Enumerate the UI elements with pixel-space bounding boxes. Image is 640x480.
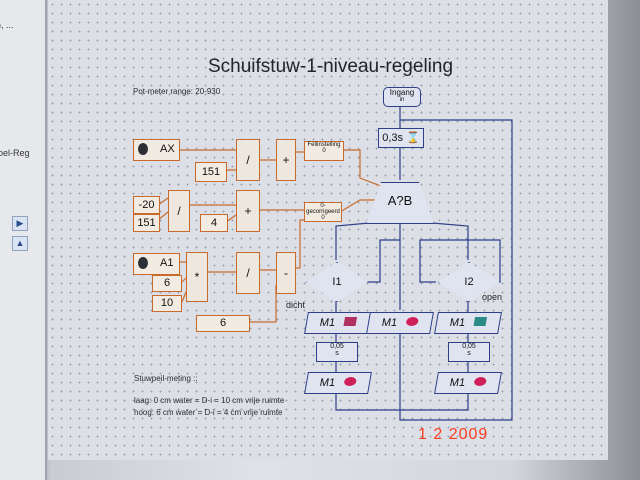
left-panel-top-text: ), ... — [0, 20, 14, 30]
stuwpeil-line1: laag: 0 cm water = D-i = 10 cm vrije rui… — [134, 396, 285, 405]
plus-block-1[interactable]: + — [276, 139, 296, 181]
ingang-label: Ingang — [389, 88, 415, 97]
panel-fellinstelling[interactable]: Fellinstelling 0 — [304, 141, 344, 161]
gecorrigeerd-value: 0 — [321, 215, 325, 221]
ingang-block[interactable]: Ingang in — [383, 87, 421, 107]
hourglass-icon: ⌛ — [406, 132, 420, 144]
divide-block-2[interactable]: / — [168, 190, 190, 232]
motor-m1-left-stop[interactable]: M1 — [304, 372, 372, 394]
wait-left-label: 0,05 — [330, 343, 344, 350]
date-stamp: 1 2 2009 — [418, 426, 489, 443]
m1-right2-label: M1 — [448, 377, 467, 389]
constant-151a[interactable]: 151 — [195, 162, 227, 182]
motor-icon — [343, 317, 358, 326]
plus-block-2[interactable]: + — [236, 190, 260, 232]
constant-151b[interactable]: 151 — [133, 214, 160, 232]
m1-left2-label: M1 — [318, 377, 337, 389]
left-panel: ), ... oel-Reg ▶ ▲ — [0, 0, 47, 480]
gecorrigeerd-label: 0-gecorrigeerd — [306, 203, 340, 215]
stop-icon — [405, 317, 420, 326]
divide-block-3[interactable]: / — [236, 252, 260, 294]
analog-input-ax[interactable]: AX — [133, 139, 180, 161]
wait-time-label: 0,3s — [382, 132, 404, 144]
constant-minus20[interactable]: -20 — [133, 196, 160, 214]
potmeter-icon — [138, 257, 148, 269]
wait-block-right[interactable]: 0,05 s — [448, 342, 490, 362]
ingang-in-label: in — [399, 97, 405, 103]
panel-gecorrigeerd[interactable]: 0-gecorrigeerd 0 — [304, 202, 342, 222]
motor-m1-mid[interactable]: M1 — [366, 312, 434, 334]
constant-10[interactable]: 10 — [152, 295, 182, 312]
divide-block-1[interactable]: / — [236, 139, 260, 181]
i1-label: I1 — [332, 276, 342, 288]
input-a1-label: A1 — [160, 257, 174, 269]
fellinstelling-label: Fellinstelling — [307, 142, 341, 148]
stuwpeil-heading: Stuwpeil-meting :: — [134, 374, 198, 383]
constant-4[interactable]: 4 — [200, 214, 228, 232]
dicht-label: dicht — [286, 300, 306, 310]
m1-left-label: M1 — [318, 317, 337, 329]
motor-m1-left[interactable]: M1 — [304, 312, 372, 334]
fellinstelling-value: 0 — [322, 148, 326, 154]
left-panel-mid-text: oel-Reg — [0, 148, 30, 158]
pot-meter-note: Pot-meter range: 20-930 — [133, 87, 221, 96]
constant-6a[interactable]: 6 — [152, 275, 182, 292]
chevron-up-icon[interactable]: ▲ — [12, 236, 28, 251]
stop-icon — [473, 377, 488, 386]
wait-block-0-3s[interactable]: 0,3s ⌛ — [378, 128, 424, 148]
chevron-right-icon[interactable]: ▶ — [12, 216, 28, 231]
m1-mid-label: M1 — [380, 317, 399, 329]
potmeter-icon — [138, 143, 148, 155]
stuwpeil-line2: hoog: 6 cm water = D-i = 4 cm vrije ruim… — [134, 408, 283, 417]
open-label: open — [482, 292, 503, 302]
motor-m1-right-stop[interactable]: M1 — [434, 372, 502, 394]
wait-right-unit: s — [467, 350, 471, 357]
wait-left-unit: s — [335, 350, 339, 357]
page-title: Schuifstuw-1-niveau-regeling — [208, 56, 454, 77]
analog-input-a1[interactable]: A1 — [133, 253, 180, 275]
multiply-block[interactable]: * — [186, 252, 208, 302]
motor-m1-right[interactable]: M1 — [434, 312, 502, 334]
wait-block-left[interactable]: 0,05 s — [316, 342, 358, 362]
motor-icon — [473, 317, 488, 326]
minus-block[interactable]: - — [276, 252, 296, 294]
wait-right-label: 0,05 — [462, 343, 476, 350]
constant-6b[interactable]: 6 — [196, 315, 250, 332]
m1-right-label: M1 — [448, 317, 467, 329]
i2-label: I2 — [464, 276, 474, 288]
stop-icon — [343, 377, 358, 386]
input-ax-label: AX — [160, 143, 175, 155]
